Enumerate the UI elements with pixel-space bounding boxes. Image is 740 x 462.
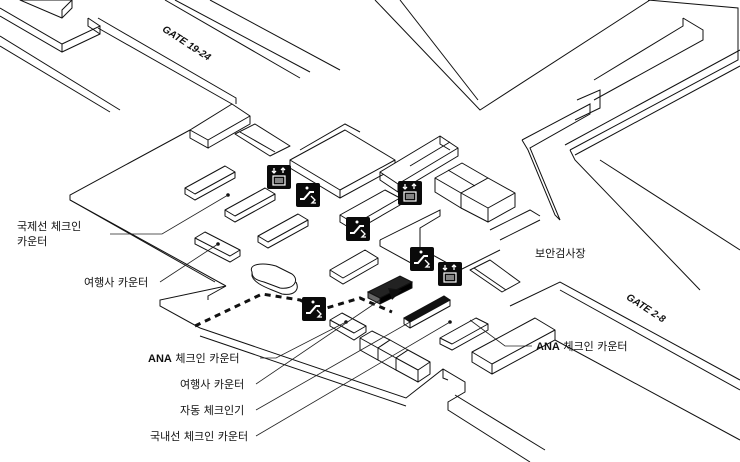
counter-intl-2 [224,187,276,223]
escalator-icon [296,183,320,207]
ana-checkin-right-label: ANA 체크인 카운터 [536,340,628,354]
stairs [234,123,291,157]
intl-checkin-label-line1: 국제선 체크인 [17,220,82,233]
wall-ana-right [471,281,740,441]
self-checkin-label: 자동 체크인기 [180,404,245,417]
wall-checkin-left [69,103,251,329]
walking-route [194,292,393,328]
ana-brand: ANA [536,341,560,353]
ana-checkin-text: 체크인 카운터 [171,352,240,365]
ana-brand: ANA [148,353,172,365]
intl-checkin-label-line2: 카운터 [17,235,48,248]
baggage-boxes [359,330,431,383]
domestic-counter-dark [403,295,451,329]
wall-security-area [379,209,541,271]
corridor-gate-19-24 [0,0,341,113]
stairs-right [469,259,521,293]
central-block [289,123,401,232]
travel-agency-left-label: 여행사 카운터 [84,276,149,289]
wall-bottom [199,327,546,462]
leader-lines [110,194,532,437]
right-blocks [434,162,516,223]
domestic-checkin-label: 국내선 체크인 카운터 [150,430,249,443]
counter-intl-1 [184,165,236,201]
elevator-icon [438,262,462,286]
escalator-icon [302,297,326,321]
wall-upper-left [0,7,101,53]
security-checkpoint-label: 보안검사장 [535,247,586,260]
escalator-icon [346,217,370,241]
counter-intl-3 [257,213,309,249]
escalator-icon [410,247,434,271]
travel-agency-bottom-label: 여행사 카운터 [180,378,245,391]
counter-ana-left [329,312,367,341]
ana-checkin-left-label: ANA 체크인 카운터 [148,352,240,366]
counter-travel-left [194,231,241,263]
elevator-icon [267,165,291,189]
wall-block [19,0,73,19]
corridor-upper-right [374,0,740,291]
elevator-icon [398,181,422,205]
ana-checkin-text: 체크인 카운터 [559,340,628,353]
counter-right-small [439,317,489,351]
route-arrow [388,288,402,300]
counter-middle [329,249,379,285]
info-booth [250,263,298,295]
